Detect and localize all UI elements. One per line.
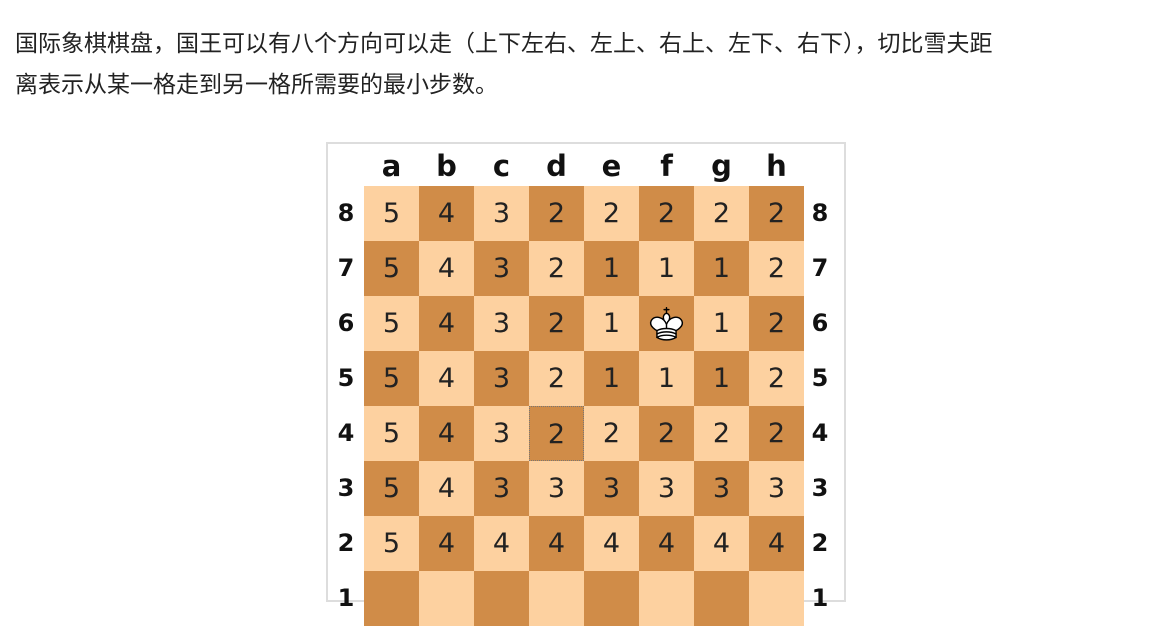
square-c2: 4 [474, 516, 529, 571]
rank-label-2-left: 2 [337, 529, 355, 557]
square-f7: 1 [639, 241, 694, 296]
square-f3: 3 [639, 461, 694, 516]
square-c6: 3 [474, 296, 529, 351]
square-h3: 3 [749, 461, 804, 516]
square-a4: 5 [364, 406, 419, 461]
square-h6: 2 [749, 296, 804, 351]
description-line-2: 离表示从某一格走到另一格所需要的最小步数。 [15, 72, 498, 98]
square-b7: 4 [419, 241, 474, 296]
rank-label-5-right: 5 [811, 364, 829, 392]
square-f8: 2 [639, 186, 694, 241]
rank-label-5-left: 5 [337, 364, 355, 392]
square-e7: 1 [584, 241, 639, 296]
file-label-e: e [601, 149, 622, 183]
square-d4: 2 [529, 406, 584, 461]
file-label-a: a [381, 149, 402, 183]
rank-label-4-right: 4 [811, 419, 829, 447]
file-label-f: f [660, 149, 673, 183]
square-f5: 1 [639, 351, 694, 406]
description-paragraph: 国际象棋棋盘，国王可以有八个方向可以走（上下左右、左上、右上、左下、右下），切比… [15, 24, 1149, 106]
file-label-b: b [436, 149, 457, 183]
square-h8: 2 [749, 186, 804, 241]
rank-label-8-left: 8 [337, 199, 355, 227]
file-label-d: d [546, 149, 567, 183]
square-c5: 3 [474, 351, 529, 406]
square-e1 [584, 571, 639, 626]
square-d2: 4 [529, 516, 584, 571]
square-d5: 2 [529, 351, 584, 406]
square-e8: 2 [584, 186, 639, 241]
square-d3: 3 [529, 461, 584, 516]
square-a6: 5 [364, 296, 419, 351]
square-f4: 2 [639, 406, 694, 461]
square-b6: 4 [419, 296, 474, 351]
square-b5: 4 [419, 351, 474, 406]
rank-label-6-right: 6 [811, 309, 829, 337]
square-b8: 4 [419, 186, 474, 241]
white-king-icon [649, 307, 684, 341]
square-d7: 2 [529, 241, 584, 296]
square-f2: 4 [639, 516, 694, 571]
square-c4: 3 [474, 406, 529, 461]
square-b1 [419, 571, 474, 626]
rank-label-7-left: 7 [337, 254, 355, 282]
square-a5: 5 [364, 351, 419, 406]
square-d8: 2 [529, 186, 584, 241]
square-g2: 4 [694, 516, 749, 571]
square-h5: 2 [749, 351, 804, 406]
square-h2: 4 [749, 516, 804, 571]
rank-label-4-left: 4 [337, 419, 355, 447]
rank-label-3-right: 3 [811, 474, 829, 502]
square-h4: 2 [749, 406, 804, 461]
square-g7: 1 [694, 241, 749, 296]
square-b4: 4 [419, 406, 474, 461]
square-b3: 4 [419, 461, 474, 516]
square-e6: 1 [584, 296, 639, 351]
file-label-h: h [766, 149, 787, 183]
square-c8: 3 [474, 186, 529, 241]
square-h1 [749, 571, 804, 626]
rank-label-8-right: 8 [811, 199, 829, 227]
square-g6: 1 [694, 296, 749, 351]
square-d6: 2 [529, 296, 584, 351]
square-c3: 3 [474, 461, 529, 516]
square-e3: 3 [584, 461, 639, 516]
rank-label-6-left: 6 [337, 309, 355, 337]
square-f6 [639, 296, 694, 351]
square-f1 [639, 571, 694, 626]
rank-label-1-right: 1 [811, 584, 829, 612]
square-h7: 2 [749, 241, 804, 296]
square-g4: 2 [694, 406, 749, 461]
file-label-c: c [492, 149, 511, 183]
square-e5: 1 [584, 351, 639, 406]
file-label-g: g [711, 149, 732, 183]
rank-label-3-left: 3 [337, 474, 355, 502]
square-e4: 2 [584, 406, 639, 461]
square-g8: 2 [694, 186, 749, 241]
rank-label-2-right: 2 [811, 529, 829, 557]
square-a1 [364, 571, 419, 626]
square-a8: 5 [364, 186, 419, 241]
square-b2: 4 [419, 516, 474, 571]
square-g5: 1 [694, 351, 749, 406]
square-c1 [474, 571, 529, 626]
square-e2: 4 [584, 516, 639, 571]
square-a2: 5 [364, 516, 419, 571]
square-c7: 3 [474, 241, 529, 296]
description-line-1: 国际象棋棋盘，国王可以有八个方向可以走（上下左右、左上、右上、左下、右下），切比… [15, 31, 993, 57]
rank-label-1-left: 1 [337, 584, 355, 612]
square-g1 [694, 571, 749, 626]
square-d1 [529, 571, 584, 626]
rank-label-7-right: 7 [811, 254, 829, 282]
square-a7: 5 [364, 241, 419, 296]
square-g3: 3 [694, 461, 749, 516]
square-a3: 5 [364, 461, 419, 516]
